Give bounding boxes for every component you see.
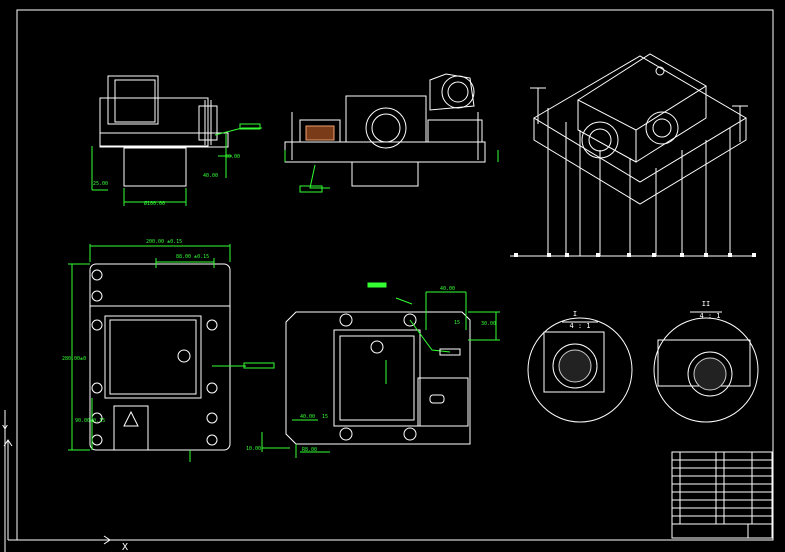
plate-dim-left: 10.00: [246, 446, 261, 452]
front-dim-left: 25.00: [93, 181, 108, 187]
side-view-dimensions: [284, 150, 499, 193]
isometric-view: [510, 53, 756, 257]
plate-dim-bottom-a: 40.00: [300, 414, 315, 420]
detail-1-scale: 4 : 1: [569, 322, 590, 330]
detail-2-label: II: [702, 300, 710, 308]
detail-view-1: [527, 317, 633, 423]
plate-dim-small: 15: [454, 320, 460, 326]
plate-dim-radius: R8.00: [302, 447, 317, 453]
front-view: [99, 75, 229, 187]
drawing-frame: [4, 9, 774, 552]
detail-view-2: [653, 311, 759, 423]
top-dim-inner: 88.00 ±0.15: [176, 254, 209, 260]
side-view: [284, 73, 486, 187]
plate-view: [285, 311, 471, 445]
title-block: [671, 451, 773, 539]
front-dim-right2: 40.00: [203, 173, 218, 179]
front-view-dimensions: [91, 123, 262, 206]
plate-view-dimensions: [261, 282, 500, 458]
front-view-dim-text: Ø100.00 25.00 20.00 40.00: [93, 154, 240, 207]
plate-dim-top: 40.00: [440, 286, 455, 292]
ucs-axes-icon: [3, 439, 111, 545]
top-view-dimensions: [68, 244, 275, 462]
axis-x-label: X: [122, 542, 128, 552]
detail-2-scale: 4 : 1: [699, 312, 720, 320]
axis-labels: Y X: [2, 424, 128, 552]
top-dim-total-width: 200.00 ±0.15: [146, 239, 182, 245]
front-dim-right1: 20.00: [225, 154, 240, 160]
top-view: [89, 263, 231, 451]
detail-labels: I 4 : 1 II 4 : 1: [569, 300, 720, 330]
top-dim-height: 280.00±0: [62, 356, 86, 362]
top-view-dim-text: 200.00 ±0.15 88.00 ±0.15 280.00±0 90.00±…: [62, 239, 209, 424]
detail-1-label: I: [573, 310, 577, 318]
front-dim-width: Ø100.00: [144, 200, 165, 207]
top-dim-side: 90.00±0.15: [75, 418, 105, 424]
plate-dim-bottom-b: 15: [322, 414, 328, 420]
axis-y-label: Y: [2, 424, 8, 435]
isometric-leader-marks: [514, 253, 756, 257]
plate-view-dim-text: 40.00 30.00 15 40.00 15 10.00 R8.00: [246, 286, 496, 453]
plate-dim-right: 30.00: [481, 321, 496, 327]
